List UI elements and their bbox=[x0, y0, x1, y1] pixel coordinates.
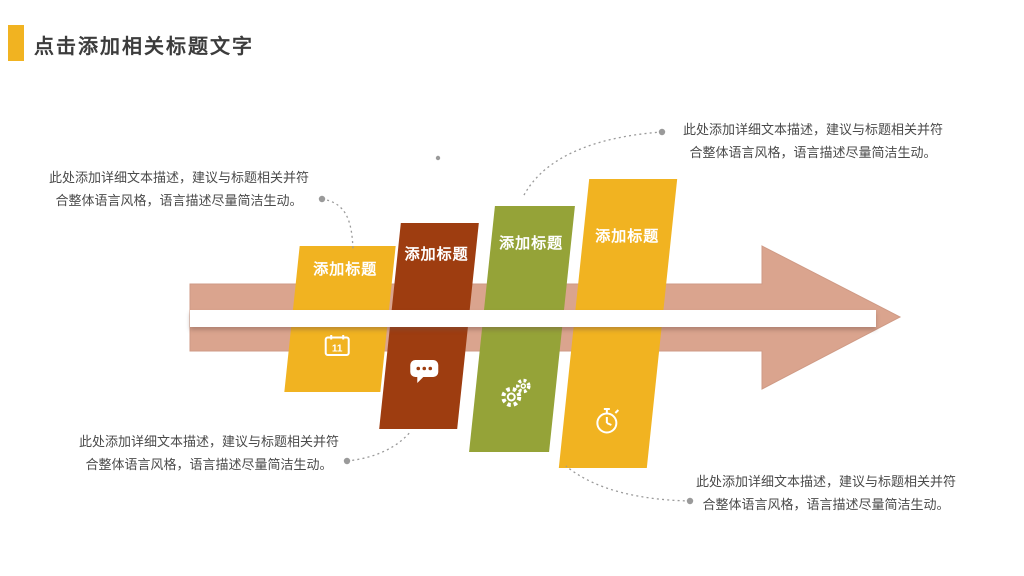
callout-text: 合整体语言风格，语言描述尽量简洁生动。 bbox=[689, 145, 937, 161]
callout-text: 合整体语言风格，语言描述尽量简洁生动。 bbox=[85, 457, 333, 473]
step-shape-2[interactable]: 添加标题 bbox=[379, 223, 479, 429]
speech-bubble-icon bbox=[385, 358, 463, 384]
accent-bar bbox=[8, 25, 24, 61]
callout-text: 合整体语言风格，语言描述尽量简洁生动。 bbox=[55, 193, 303, 209]
callout-text: 此处添加详细文本描述，建议与标题相关并符 bbox=[48, 170, 309, 185]
stopwatch-icon bbox=[564, 405, 652, 435]
header: 点击添加相关标题文字 bbox=[0, 0, 1024, 70]
callout-bottom-right[interactable]: 此处添加详细文本描述，建议与标题相关并符 合整体语言风格，语言描述尽量简洁生动。 bbox=[682, 470, 970, 517]
svg-text:11: 11 bbox=[332, 344, 343, 355]
step-label[interactable]: 添加标题 bbox=[404, 246, 469, 263]
step-shape-1[interactable]: 添加标题 11 bbox=[284, 246, 396, 392]
gears-icon bbox=[475, 378, 555, 408]
callout-top-right[interactable]: 此处添加详细文本描述，建议与标题相关并符 合整体语言风格，语言描述尽量简洁生动。 bbox=[662, 118, 964, 165]
callout-text: 合整体语言风格，语言描述尽量简洁生动。 bbox=[702, 497, 950, 513]
step-label[interactable]: 添加标题 bbox=[499, 235, 564, 252]
callout-bottom-left[interactable]: 此处添加详细文本描述，建议与标题相关并符 合整体语言风格，语言描述尽量简洁生动。 bbox=[68, 430, 350, 477]
step-label[interactable]: 添加标题 bbox=[595, 228, 660, 245]
step-label[interactable]: 添加标题 bbox=[313, 261, 378, 278]
callout-top-left[interactable]: 此处添加详细文本描述，建议与标题相关并符 合整体语言风格，语言描述尽量简洁生动。 bbox=[38, 166, 320, 213]
step-shape-4[interactable]: 添加标题 bbox=[558, 179, 678, 468]
page-title[interactable]: 点击添加相关标题文字 bbox=[34, 36, 254, 58]
callout-text: 此处添加详细文本描述，建议与标题相关并符 bbox=[695, 474, 956, 489]
calendar-icon: 11 bbox=[289, 334, 385, 357]
callout-text: 此处添加详细文本描述，建议与标题相关并符 bbox=[78, 434, 339, 449]
callout-text: 此处添加详细文本描述，建议与标题相关并符 bbox=[682, 122, 943, 137]
arrow-center-stripe bbox=[190, 310, 876, 327]
step-shape-3[interactable]: 添加标题 bbox=[469, 206, 575, 452]
